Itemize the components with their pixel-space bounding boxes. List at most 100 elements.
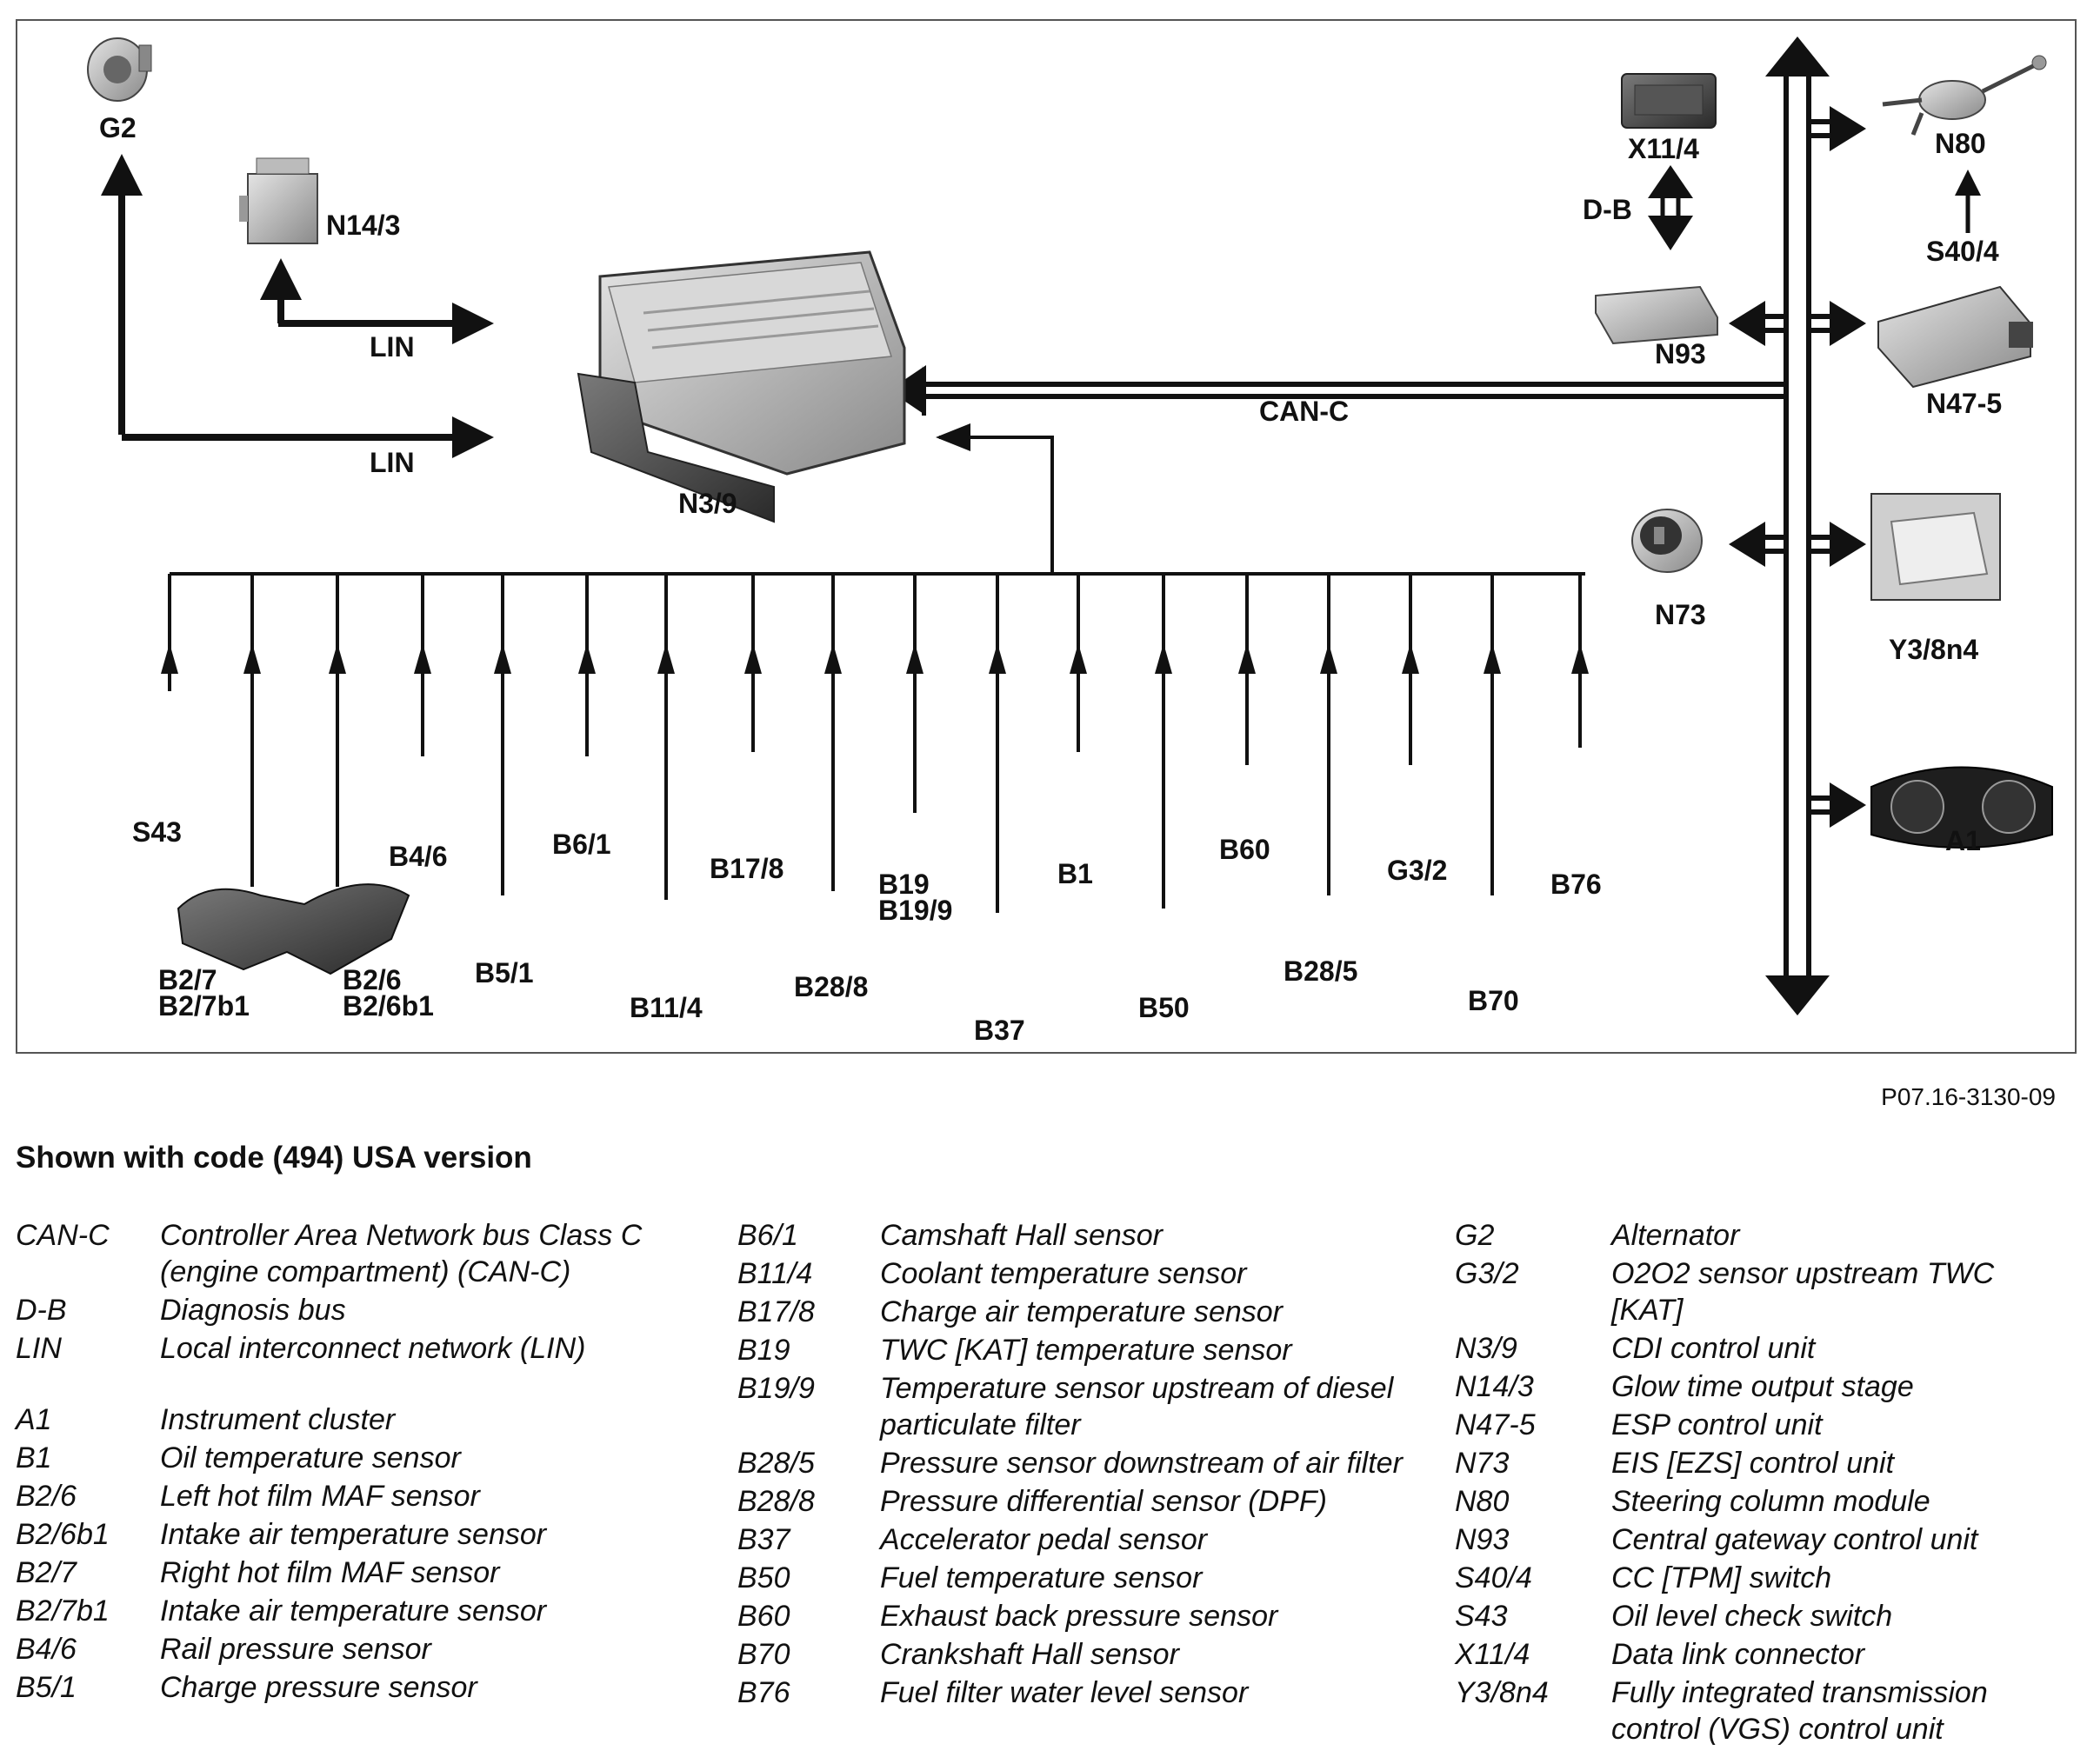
vertical-can-bus xyxy=(1765,37,1830,1015)
legend-code: B2/6 xyxy=(16,1480,77,1513)
sensor-arrow-up xyxy=(329,643,346,674)
legend-code: N93 xyxy=(1455,1523,1510,1556)
sensor-arrow-up xyxy=(1320,643,1337,674)
legend-description: EIS [EZS] control unit xyxy=(1611,1447,1895,1480)
legend-description: Instrument cluster xyxy=(160,1403,396,1436)
legend-code: B5/1 xyxy=(16,1671,77,1704)
legend-code: B28/5 xyxy=(737,1447,815,1480)
legend-row: A1 Instrument cluster xyxy=(16,1401,677,1438)
legend-description: Central gateway control unit xyxy=(1611,1523,1978,1556)
legend-code: A1 xyxy=(16,1403,52,1436)
label-b28-5: B28/5 xyxy=(1284,955,1357,987)
legend-row: G3/2 O2O2 sensor upstream TWC [KAT] xyxy=(1455,1255,2064,1328)
legend-description: Crankshaft Hall sensor xyxy=(880,1638,1179,1671)
legend-code: B2/7 xyxy=(16,1556,77,1589)
legend-code: S40/4 xyxy=(1455,1561,1532,1594)
legend-row: B76 Fuel filter water level sensor xyxy=(737,1674,1416,1711)
label-g3-2: G3/2 xyxy=(1387,855,1447,886)
legend-description: Charge pressure sensor xyxy=(160,1671,477,1704)
alternator-icon xyxy=(87,37,152,102)
label-b50: B50 xyxy=(1138,992,1190,1023)
legend-description: Alternator xyxy=(1611,1219,1740,1252)
label-b1: B1 xyxy=(1057,858,1093,889)
label-b60: B60 xyxy=(1219,834,1270,865)
label-b37: B37 xyxy=(974,1015,1025,1046)
sensor-arrow-up xyxy=(1402,643,1419,674)
data-link-connector-icon xyxy=(1621,73,1717,129)
legend-row: B1 Oil temperature sensor xyxy=(16,1440,677,1476)
legend-code: B6/1 xyxy=(737,1219,798,1252)
legend-code: Y3/8n4 xyxy=(1455,1676,1549,1709)
legend-description: Fuel filter water level sensor xyxy=(880,1676,1249,1709)
legend-description: Intake air temperature sensor xyxy=(160,1518,547,1551)
legend-description: TWC [KAT] temperature sensor xyxy=(880,1334,1292,1367)
legend-row: N93 Central gateway control unit xyxy=(1455,1521,2064,1558)
transmission-control-icon xyxy=(1870,493,2001,601)
label-b19-9: B19/9 xyxy=(878,895,952,926)
legend-row: B11/4 Coolant temperature sensor xyxy=(737,1255,1416,1292)
sensor-arrow-up xyxy=(989,643,1006,674)
lin-label-upper: LIN xyxy=(370,331,415,363)
sensor-arrow-up xyxy=(1571,643,1589,674)
bus-arrow-down xyxy=(1765,975,1830,1015)
legend-code: B76 xyxy=(737,1676,790,1709)
legend-code: B60 xyxy=(737,1600,790,1633)
label-s43: S43 xyxy=(132,816,182,848)
label-b17-8: B17/8 xyxy=(710,853,783,884)
legend-code: B2/6b1 xyxy=(16,1518,110,1551)
sensor-arrow-up xyxy=(1238,643,1256,674)
legend-code: N73 xyxy=(1455,1447,1510,1480)
bus-branches-left xyxy=(1729,301,1786,567)
label-y3-8n4: Y3/8n4 xyxy=(1889,634,1978,665)
legend-code: B2/7b1 xyxy=(16,1594,110,1628)
legend-description: Coolant temperature sensor xyxy=(880,1257,1247,1290)
label-n73: N73 xyxy=(1655,599,1706,630)
sensor-drops xyxy=(161,574,1589,913)
legend-code: S43 xyxy=(1455,1600,1508,1633)
diagram-subtitle: Shown with code (494) USA version xyxy=(16,1141,532,1175)
glow-output-stage-icon xyxy=(239,157,318,244)
legend-code: B1 xyxy=(16,1441,52,1474)
lin-label-lower: LIN xyxy=(370,447,415,478)
legend-code: B4/6 xyxy=(16,1633,77,1666)
legend-code: LIN xyxy=(16,1332,62,1365)
legend-row: G2 Alternator xyxy=(1455,1217,2064,1254)
legend-code: G3/2 xyxy=(1455,1257,1519,1290)
sensor-arrow-up xyxy=(578,643,596,674)
legend-description: O2O2 sensor upstream TWC [KAT] xyxy=(1611,1257,1995,1327)
diagram-frame xyxy=(16,19,2077,1054)
label-b19: B19 xyxy=(878,869,930,900)
sensor-arrow-up xyxy=(494,643,511,674)
can-c-arrowhead xyxy=(889,365,926,416)
legend-description: Data link connector xyxy=(1611,1638,1865,1671)
legend-description: CDI control unit xyxy=(1611,1332,1816,1365)
label-b28-8: B28/8 xyxy=(794,971,868,1002)
sensor-arrow-up xyxy=(243,643,261,674)
esp-control-unit-icon xyxy=(1877,285,2033,389)
label-b4-6: B4/6 xyxy=(389,841,448,872)
legend-code: B11/4 xyxy=(737,1257,813,1290)
instrument-cluster-icon xyxy=(1870,766,2053,849)
sensor-arrow-up xyxy=(744,643,762,674)
sensor-arrow-up xyxy=(161,643,178,674)
legend-row: X11/4 Data link connector xyxy=(1455,1636,2064,1673)
legend-code: G2 xyxy=(1455,1219,1495,1252)
label-s40-4: S40/4 xyxy=(1926,236,1999,267)
legend-description: Steering column module xyxy=(1611,1485,1930,1518)
legend-description: Oil temperature sensor xyxy=(160,1441,461,1474)
eis-control-unit-icon xyxy=(1631,509,1703,573)
label-b2-6: B2/6 xyxy=(343,964,402,995)
legend-code: X11/4 xyxy=(1455,1638,1530,1671)
legend-code: B70 xyxy=(737,1638,790,1671)
